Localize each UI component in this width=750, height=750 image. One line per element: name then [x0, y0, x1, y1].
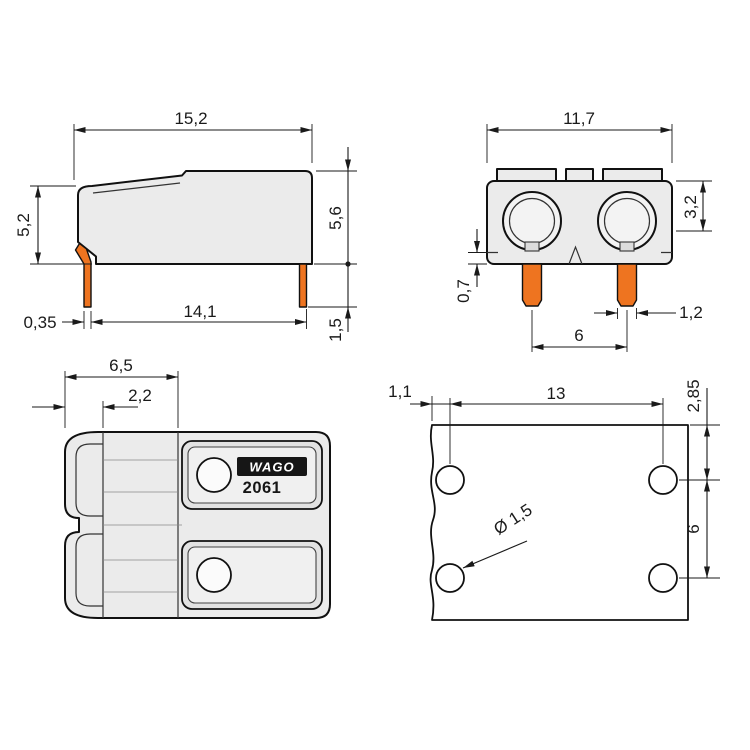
drill-hole-bottom-right — [648, 563, 678, 593]
dim-label-overall-width: 11,7 — [563, 109, 595, 128]
dim-label-overall-width: 15,2 — [174, 109, 207, 128]
solder-pin-right — [298, 263, 308, 308]
dim-label-height-right: 5,6 — [326, 206, 345, 230]
drill-hole-top-left — [435, 465, 465, 495]
dim-label-pin-span: 14,1 — [183, 302, 216, 321]
dim-label-foot-height: 0,7 — [454, 279, 473, 303]
solder-pin-left — [74, 242, 92, 308]
solder-pin-left — [521, 263, 543, 307]
drilling-plan-view: 1,1 13 2,85 6 Ø 1,5 — [388, 379, 720, 621]
solder-pin-right — [616, 263, 638, 307]
extension-lines — [64, 371, 179, 428]
top-view-dimensions: 6,5 2,2 — [32, 356, 179, 428]
side-view-dimensions: 15,2 5,2 5,6 1,5 0,35 14,1 — [14, 109, 357, 342]
front-view-dimensions: 11,7 3,2 0,7 1,2 6 — [454, 109, 712, 352]
test-port-bottom — [196, 557, 232, 593]
side-view-body — [77, 170, 313, 265]
dim-label-hole-pitch-horizontal: 13 — [547, 384, 566, 403]
brand-logo-text: WAGO — [249, 460, 294, 475]
wire-entry-funnel-bottom — [75, 533, 103, 607]
dim-label-edge-to-hole-vertical: 2,85 — [684, 379, 703, 412]
dim-label-depth-entry: 2,2 — [128, 386, 152, 405]
dim-label-hole-pitch-vertical: 6 — [684, 524, 703, 533]
test-port-top — [196, 457, 232, 493]
drill-hole-top-right — [648, 465, 678, 495]
clamp-notch-left — [524, 241, 540, 252]
dim-label-edge-to-hole: 1,1 — [388, 382, 412, 401]
dim-label-pin-pitch: 6 — [574, 326, 583, 345]
center-groove — [568, 245, 583, 265]
clamp-opening-left — [502, 191, 562, 251]
front-view: 11,7 3,2 0,7 1,2 6 — [454, 109, 712, 352]
model-number-text: 2061 — [243, 479, 282, 497]
clamp-opening-right — [597, 191, 657, 251]
dim-label-collar-height: 3,2 — [681, 195, 700, 219]
front-view-pins — [521, 263, 638, 307]
dim-label-pin-protrusion: 1,5 — [326, 318, 345, 342]
wire-entry-funnel-top — [75, 443, 103, 517]
dim-label-height-left: 5,2 — [14, 213, 33, 237]
drill-hole-bottom-left — [435, 563, 465, 593]
dim-label-depth-front: 6,5 — [109, 356, 133, 375]
housing-side-profile — [77, 170, 313, 265]
dim-label-pin-thickness: 0,35 — [23, 313, 56, 332]
dim-leader-hole-diameter — [462, 540, 528, 569]
wire-slot-lines — [103, 459, 178, 593]
dim-label-pin-width: 1,2 — [679, 303, 703, 322]
top-view-body: WAGO 2061 — [64, 431, 331, 619]
housing-top-tab-left — [496, 168, 557, 183]
clamp-notch-right — [619, 241, 635, 252]
pcb-outline — [429, 424, 689, 621]
brand-logo-plate — [237, 457, 307, 476]
drilling-plan-plate — [429, 424, 689, 621]
side-view-pins — [74, 242, 308, 308]
front-view-body — [486, 168, 673, 265]
housing-top-tab-right — [602, 168, 663, 183]
top-view: WAGO 2061 6,5 2,2 — [32, 356, 331, 619]
side-view: 15,2 5,2 5,6 1,5 0,35 14,1 — [14, 109, 357, 342]
housing-cover-seam — [92, 182, 181, 194]
housing-top-tab-middle — [565, 168, 594, 183]
